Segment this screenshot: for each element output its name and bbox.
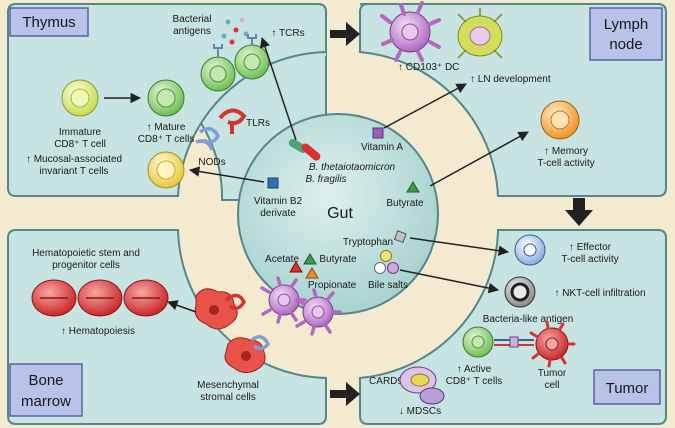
arrow-thymus-to-lymph	[330, 22, 360, 46]
butyrate-left-label: Butyrate	[319, 254, 357, 265]
acetate-label: Acetate	[265, 254, 299, 265]
mait-cell	[147, 151, 185, 189]
tcrs-label: ↑ TCRs	[271, 28, 304, 39]
mesenchymal-label-1: Mesenchymal	[197, 380, 259, 391]
tryptophan-label: Tryptophan	[343, 237, 393, 248]
active-cd8-cell	[462, 326, 494, 358]
bacteria-rods	[288, 139, 321, 161]
active-cd8-label-2: CD8⁺ T cells	[446, 376, 503, 387]
tumor-cell-label-1: Tumor	[538, 368, 567, 379]
memory-label-1: ↑ Memory	[544, 146, 588, 157]
gut-dendritic-cells	[260, 276, 342, 336]
arrow-stromal-to-hsc	[167, 300, 197, 313]
hsc-label-2: progenitor cells	[52, 260, 120, 271]
ln-development-label: ↑ LN development	[470, 74, 551, 85]
b-theta-label: B. thetaiotaomicron	[309, 162, 396, 173]
butyrate-triangle-left	[303, 253, 317, 265]
propionate-label: Propionate	[308, 280, 357, 291]
card9-label: CARD9	[369, 376, 403, 387]
tcr-tumor-interaction	[494, 336, 534, 348]
mesenchymal-label-2: stromal cells	[200, 392, 256, 403]
bone-marrow-title-line1: Bone	[28, 372, 63, 389]
tcr-cells	[200, 34, 270, 92]
arrow-lymph-to-tumor	[565, 198, 593, 226]
nod-receptor	[195, 127, 220, 151]
b-fragilis-label: B. fragilis	[305, 174, 346, 185]
vitamin-b2-label-1: Vitamin B2	[254, 196, 303, 207]
label-lymph-node: Lymph node	[589, 7, 663, 61]
memory-label-2: T-cell activity	[537, 158, 594, 169]
mesenchymal-stromal-cells	[194, 288, 271, 374]
tumor-title: Tumor	[606, 380, 649, 397]
tryptophan-square	[393, 230, 407, 244]
mature-label-1: ↑ Mature	[147, 122, 186, 133]
bacteria-like-label: Bacteria-like antigen	[483, 314, 574, 325]
mature-label-2: CD8⁺ T cells	[138, 134, 195, 145]
hematopoiesis-label: ↑ Hematopoiesis	[61, 326, 135, 337]
label-thymus: Thymus	[9, 7, 89, 37]
bacterial-antigens-label-2: antigens	[173, 26, 211, 37]
vitamin-b2-label-2: derivate	[260, 208, 296, 219]
vitamin-b2-square	[267, 177, 279, 189]
label-bone-marrow: Bone marrow	[9, 363, 83, 417]
mdsc-cells	[399, 366, 445, 405]
tlrs-label: TLRs	[246, 118, 270, 129]
bacterial-antigen-dots	[221, 17, 249, 45]
tumor-cell	[529, 320, 576, 368]
mait-label-2: invariant T cells	[39, 166, 108, 177]
butyrate-right-label: Butyrate	[386, 198, 424, 209]
effector-label-2: T-cell activity	[561, 254, 618, 265]
nkt-label: ↑ NKT-cell infiltration	[554, 288, 645, 299]
immature-label-1: Immature	[59, 127, 102, 138]
cd103-label: ↑ CD103⁺ DC	[398, 62, 459, 73]
lymph-node-organ	[457, 8, 503, 59]
hsc-label-1: Hematopoietic stem and	[32, 248, 140, 259]
label-tumor: Tumor	[593, 369, 661, 405]
bile-salt-circles	[374, 250, 399, 274]
bone-marrow-title-line2: marrow	[21, 393, 71, 410]
mait-label-1: ↑ Mucosal-associated	[26, 154, 122, 165]
lymph-node-title-line2: node	[609, 36, 642, 53]
gut-core	[237, 113, 439, 315]
nkt-cell	[504, 276, 536, 308]
butyrate-triangle-right	[406, 181, 420, 193]
bile-salts-label: Bile salts	[368, 280, 408, 291]
tumor-outline	[359, 229, 667, 425]
arrow-bone-to-tumor	[330, 382, 360, 406]
gut-title: Gut	[327, 205, 353, 222]
propionate-triangle	[305, 267, 319, 279]
mature-cd8-cell	[147, 79, 185, 117]
bacterial-antigens-label-1: Bacterial	[173, 14, 212, 25]
nods-label: NODs	[198, 157, 225, 168]
hsc-cells	[31, 279, 169, 317]
gut-arrows	[188, 37, 529, 294]
thymus-title: Thymus	[22, 14, 75, 31]
immature-label-2: CD8⁺ T cell	[54, 139, 106, 150]
effector-t-cell	[514, 234, 546, 266]
acetate-triangle	[289, 261, 303, 273]
lymph-node-title-line1: Lymph	[604, 16, 648, 33]
memory-t-cell	[540, 100, 580, 140]
active-cd8-label-1: ↑ Active	[457, 364, 492, 375]
effector-label-1: ↑ Effector	[569, 242, 612, 253]
vitamin-a-label: Vitamin A	[361, 142, 403, 153]
tlr-receptor	[218, 108, 247, 134]
vitamin-a-square	[372, 127, 384, 139]
mdscs-label: ↓ MDSCs	[399, 406, 441, 417]
cd103-dendritic-cell	[380, 1, 441, 62]
tumor-cell-label-2: cell	[544, 380, 559, 391]
immature-cd8-cell	[61, 79, 99, 117]
